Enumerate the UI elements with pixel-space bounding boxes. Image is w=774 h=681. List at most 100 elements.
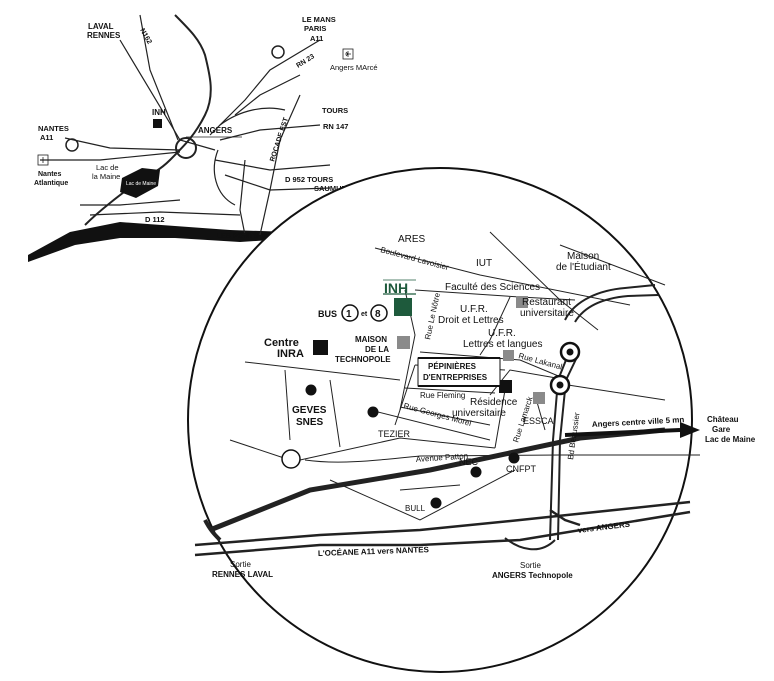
svg-text:Lac de Maine: Lac de Maine <box>126 181 156 187</box>
tezier-marker <box>367 406 379 418</box>
bd-beaussier-down-e <box>557 354 579 541</box>
label-bus: BUS <box>318 309 337 319</box>
direction-arrow-line <box>564 428 681 437</box>
label-inra: INRA <box>277 348 304 360</box>
label-angers-technopole: ANGERS Technopole <box>492 571 573 580</box>
label-maison-etudiant-1: Maison <box>567 251 599 262</box>
label-chateau: Château <box>707 415 739 424</box>
residence-building <box>499 380 512 393</box>
main-road <box>209 427 666 533</box>
rue-georges-morel <box>369 409 491 441</box>
label-bull: BULL <box>405 504 426 513</box>
label-cnfpt: CNFPT <box>506 464 536 474</box>
motorway-a11-north <box>194 500 691 547</box>
inset-map: Lac de Maine LAVAL <box>28 12 378 262</box>
label-ares: ARES <box>398 234 426 245</box>
label-ufr-lettres-2: Lettres et langues <box>463 339 543 350</box>
label-geves: GEVES <box>292 405 327 416</box>
label-residence-2: universitaire <box>452 408 506 419</box>
label-nantes: NANTES <box>38 124 69 133</box>
label-de-la: DE LA <box>365 345 389 354</box>
label-restaurant-1: Restaurant <box>522 297 571 308</box>
main-road-start <box>203 519 222 542</box>
label-sortie-rennes: Sortie <box>230 560 251 569</box>
nec-marker <box>470 466 482 478</box>
label-ponts-de-ce: LES PONTS-DE-CÉ <box>216 231 284 240</box>
label-lac-de-maine: Lac de Maine <box>705 435 756 444</box>
label-avenue-patton: Avenue Patton <box>416 451 469 464</box>
label-centre: Centre <box>264 337 299 349</box>
label-angers-marce: Angers MArcé <box>330 63 378 72</box>
detail-map: ARES IUT Maison de l'Étudiant Boulevard … <box>187 167 756 673</box>
label-technopole: TECHNOPOLE <box>335 355 391 364</box>
label-ufr-droit-2: Droit et Lettres <box>438 315 504 326</box>
label-laval: LAVAL <box>88 22 114 31</box>
streets <box>229 231 700 521</box>
inset-inh-marker <box>153 119 162 128</box>
inh-building <box>394 298 412 316</box>
label-d112: D 112 <box>145 215 165 224</box>
label-pepinieres-2: D'ENTREPRISES <box>423 373 488 382</box>
label-sortie-angers: Sortie <box>520 561 541 570</box>
angers-ring <box>175 137 197 159</box>
label-la-maine: la Maine <box>92 172 120 181</box>
motorway-a11-south <box>194 510 691 557</box>
label-atlantique: Atlantique <box>34 180 68 187</box>
label-essca: ESSCA <box>523 416 554 426</box>
inra-building <box>313 340 328 355</box>
bd-beaussier-west <box>564 284 656 321</box>
label-tezier: TEZIER <box>378 429 411 439</box>
airplane-icon <box>37 154 49 166</box>
bus-1-icon <box>341 304 359 322</box>
label-faculte-sciences: Faculté des Sciences <box>445 282 540 293</box>
cnfpt-marker <box>508 452 520 464</box>
inset-roads <box>40 14 331 236</box>
label-rn147: RN 147 <box>323 122 348 131</box>
label-lac-de: Lac de <box>96 163 119 172</box>
label-maison: MAISON <box>355 335 387 344</box>
label-paris: PARIS <box>304 24 326 33</box>
label-d952-tours: D 952 TOURS <box>285 175 333 184</box>
roundabout-west <box>281 449 301 469</box>
label-nantes-city: Nantes <box>38 171 61 178</box>
label-restaurant-2: universitaire <box>520 308 574 319</box>
arrow-right-icon <box>680 422 700 438</box>
exit-ramp-east <box>549 508 581 527</box>
bd-beaussier-down-w <box>549 354 569 541</box>
label-oceane: L'OCÉANE A11 vers NANTES <box>318 545 430 558</box>
label-rue-fleming: Rue Fleming <box>420 391 465 400</box>
label-le-mans: LE MANS <box>302 15 336 24</box>
label-a11: A11 <box>310 34 323 43</box>
label-nantes-a11: A11 <box>40 133 53 142</box>
label-residence-1: Résidence <box>470 397 518 408</box>
label-nec: NEC <box>459 457 479 467</box>
label-ufr-droit-1: U.F.R. <box>460 304 488 315</box>
bd-beaussier-east <box>574 294 659 323</box>
lac-de-la-maine <box>120 168 160 198</box>
label-angers: ANGERS <box>198 126 233 135</box>
label-la-loire: La Loire <box>150 246 168 252</box>
airplane-icon <box>342 48 354 60</box>
label-snes: SNES <box>296 417 324 428</box>
label-bus-et: et <box>361 311 368 318</box>
essca-building <box>533 392 545 404</box>
label-gare: Gare <box>712 425 731 434</box>
technopole-building <box>397 336 410 349</box>
label-inset-inh: INH <box>152 108 166 117</box>
label-iut: IUT <box>476 258 492 269</box>
bull-marker <box>430 497 442 509</box>
bus-8-icon <box>370 304 388 322</box>
exit-ramp-loop <box>504 537 556 551</box>
label-bus-1: 1 <box>346 309 352 320</box>
label-bus-8: 8 <box>375 309 381 320</box>
label-maison-etudiant-2: de l'Étudiant <box>556 260 611 273</box>
geves-marker <box>305 384 317 396</box>
pepinieres-box <box>417 357 501 387</box>
loire-river <box>28 222 300 262</box>
label-pepinieres-1: PÉPINIÈRES <box>428 362 477 371</box>
label-rennes-laval: RENNES LAVAL <box>212 570 273 579</box>
label-tours: TOURS <box>322 106 348 115</box>
restaurant-building <box>516 296 528 308</box>
label-inh-logo: INH <box>384 280 408 296</box>
